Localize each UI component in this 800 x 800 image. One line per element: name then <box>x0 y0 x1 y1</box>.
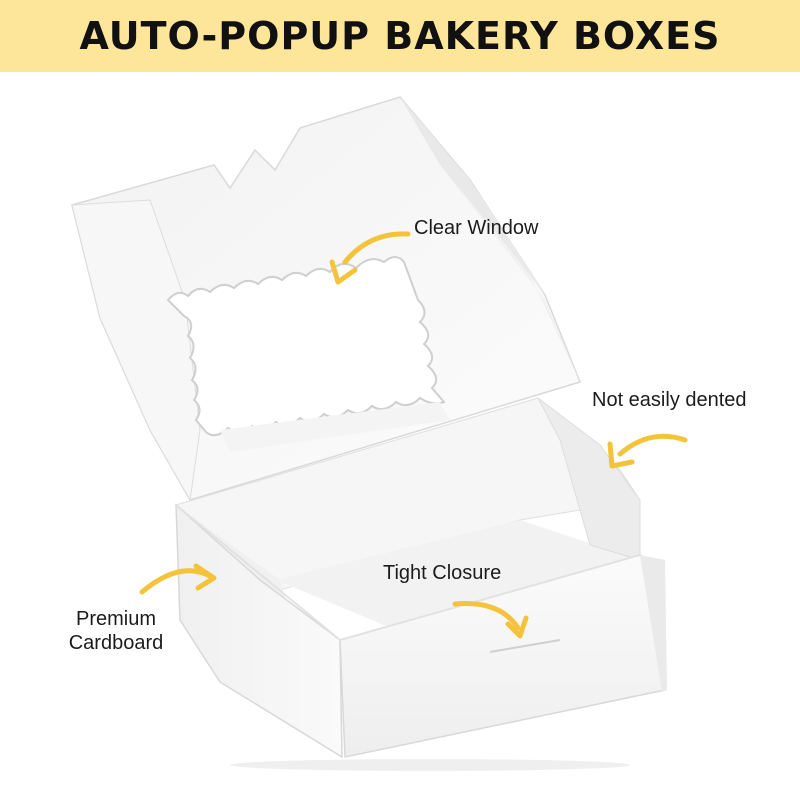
callout-not-easily-dented: Not easily dented <box>592 389 747 411</box>
clear-window <box>166 256 446 437</box>
callout-clear-window: Clear Window <box>414 217 539 239</box>
box-lid <box>71 96 582 502</box>
cardboard-label: Cardboard <box>68 632 164 654</box>
premium-label: Premium <box>75 608 156 630</box>
box-base <box>175 503 667 771</box>
arrow-clear-window <box>329 231 411 285</box>
banner-title: AUTO-POPUP BAKERY BOXES <box>79 14 721 58</box>
arrow-tight-closure <box>452 601 529 639</box>
arrow-premium-cardboard <box>139 563 217 595</box>
title-banner: AUTO-POPUP BAKERY BOXES <box>0 0 800 72</box>
arrow-not-easily-dented <box>607 433 688 469</box>
callout-tight-closure: Tight Closure <box>383 562 502 584</box>
callout-premium-cardboard: Premium Cardboard <box>56 607 176 655</box>
